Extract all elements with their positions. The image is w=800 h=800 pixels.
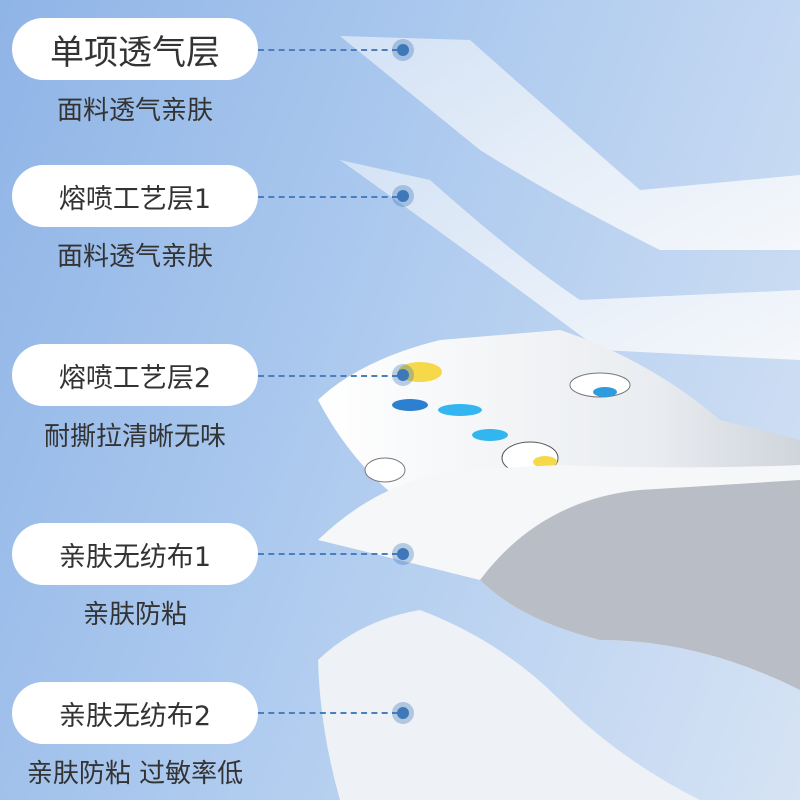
layer-sheet-1 xyxy=(340,36,800,250)
marker-dot xyxy=(397,369,409,381)
layer-label-pill: 单项透气层 xyxy=(12,18,258,80)
layer-description: 面料透气亲肤 xyxy=(56,96,213,126)
leader-line xyxy=(258,196,398,198)
layer-description: 亲肤防粘 过敏率低 xyxy=(26,759,244,789)
leader-line xyxy=(258,375,398,377)
marker-dot xyxy=(397,190,409,202)
layer-description: 耐撕拉清晰无味 xyxy=(43,422,226,452)
layer-description: 面料透气亲肤 xyxy=(56,242,213,272)
leader-line xyxy=(258,49,398,51)
layer-sheet-4-shadow xyxy=(480,480,800,690)
layer-label-pill: 熔喷工艺层1 xyxy=(12,165,258,227)
marker-dot xyxy=(397,44,409,56)
marker-dot xyxy=(397,707,409,719)
layer-sheet-2 xyxy=(340,160,800,360)
layer-sheet-5 xyxy=(318,610,700,800)
layer-description: 亲肤防粘 xyxy=(82,600,187,630)
layer-label-pill: 亲肤无纺布1 xyxy=(12,523,258,585)
leader-line xyxy=(258,553,398,555)
marker-dot xyxy=(397,548,409,560)
layer-label-pill: 亲肤无纺布2 xyxy=(12,682,258,744)
leader-line xyxy=(258,712,398,714)
layer-label-pill: 熔喷工艺层2 xyxy=(12,344,258,406)
